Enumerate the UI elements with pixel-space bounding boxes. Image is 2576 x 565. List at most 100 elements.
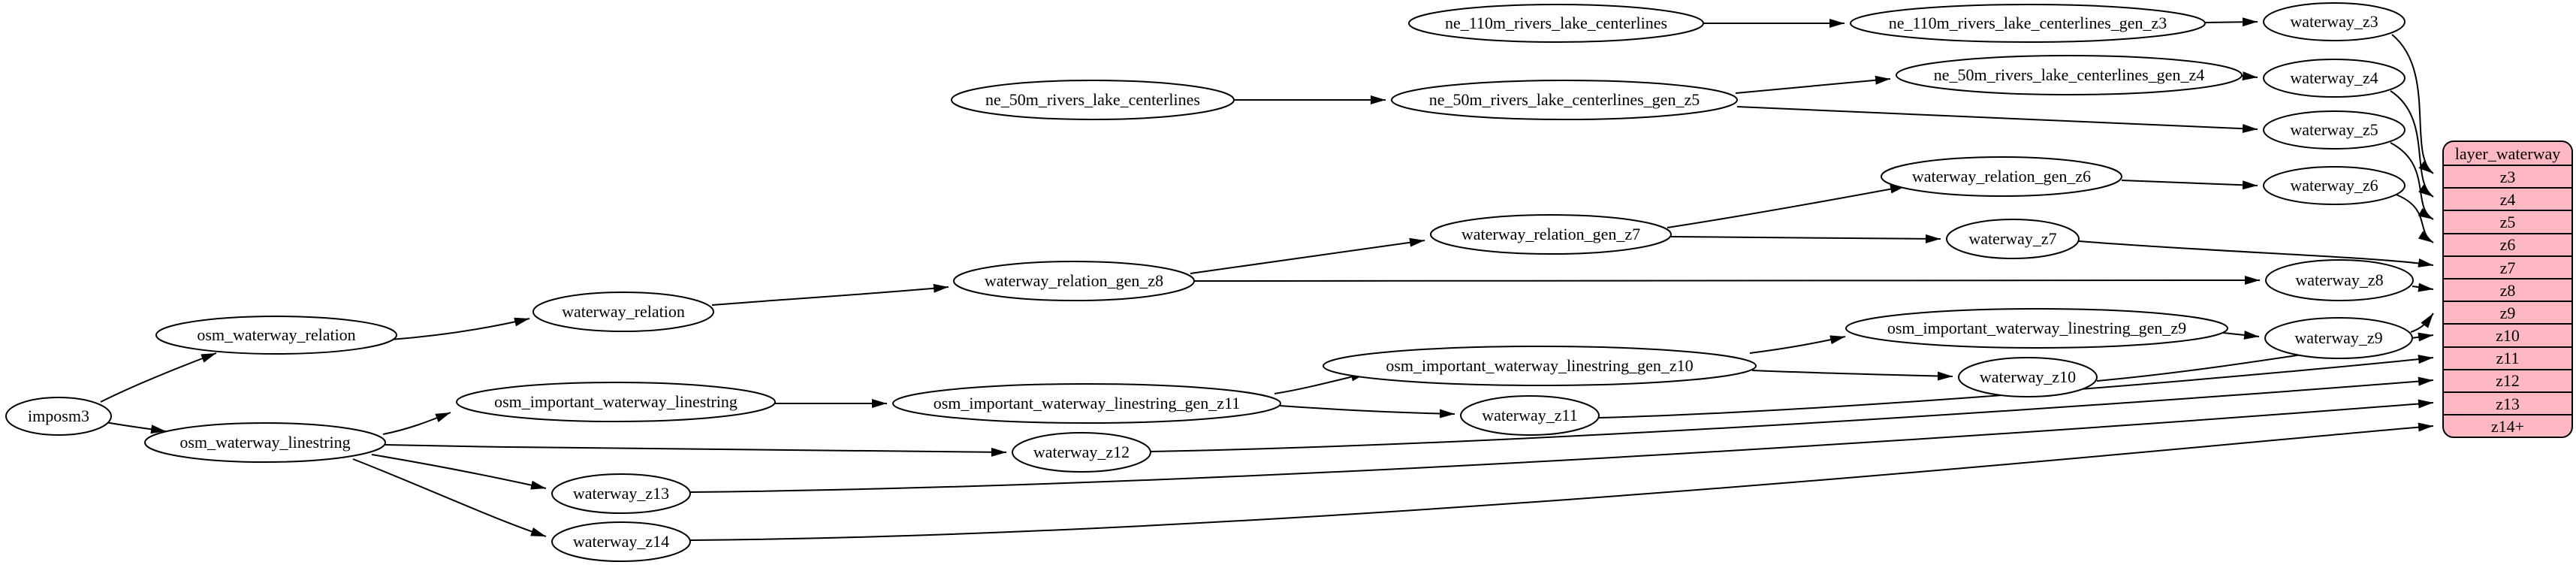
node-osm_important_waterway_linestring: osm_important_waterway_linestring: [456, 382, 776, 422]
node-waterway_z4-label: waterway_z4: [2290, 68, 2378, 87]
edge-waterway_z12-row_z12: [1150, 376, 2434, 452]
node-waterway_z7: waterway_z7: [1946, 219, 2080, 259]
node-waterway_relation_gen_z7: waterway_relation_gen_z7: [1430, 214, 1672, 255]
node-waterway_relation_gen_z6: waterway_relation_gen_z6: [1881, 156, 2122, 197]
node-waterway_z7-shape: [1946, 219, 2080, 259]
node-waterway_z14-shape: [551, 521, 691, 562]
edge-osm_waterway_linestring-osm_important: [382, 412, 451, 435]
table-row-z12: z12: [2496, 371, 2520, 390]
node-ne_110m_rivers_lake_centerlines-label: ne_110m_rivers_lake_centerlines: [1445, 14, 1667, 32]
edge-gen_z3-waterway_z3: [2204, 17, 2258, 27]
node-waterway_z3: waterway_z3: [2263, 2, 2406, 41]
node-waterway_z13: waterway_z13: [551, 473, 691, 514]
node-waterway_z6-label: waterway_z6: [2290, 176, 2378, 195]
edge-gen_z6-waterway_z6: [2121, 180, 2258, 190]
node-waterway_z9-label: waterway_z9: [2294, 328, 2382, 347]
table-title: layer_waterway: [2455, 144, 2560, 163]
node-waterway_z10-shape: [1958, 357, 2098, 397]
edge-waterway_z9-row_z9: [2410, 313, 2434, 333]
table-row-z10: z10: [2496, 326, 2520, 345]
node-osm_waterway_relation-shape: [155, 316, 397, 355]
node-osm_important_waterway_linestring-shape: [456, 382, 776, 422]
node-waterway_z10-label: waterway_z10: [1980, 367, 2076, 386]
node-osm_important_waterway_linestring_gen_z10-label: osm_important_waterway_linestring_gen_z1…: [1386, 356, 1693, 375]
table-row-z8: z8: [2500, 281, 2516, 300]
node-waterway_relation_gen_z8-shape: [953, 261, 1195, 301]
node-waterway_z8-shape: [2265, 259, 2414, 301]
table-row-z4: z4: [2500, 190, 2516, 209]
table-row-z3: z3: [2500, 168, 2516, 186]
node-ne_50m_rivers_lake_centerlines_gen_z5-label: ne_50m_rivers_lake_centerlines_gen_z5: [1429, 90, 1700, 109]
node-waterway_z4-shape: [2263, 59, 2406, 98]
node-waterway_z10: waterway_z10: [1958, 357, 2098, 397]
node-waterway_z5-shape: [2263, 110, 2406, 150]
node-waterway_z12: waterway_z12: [1012, 432, 1151, 473]
node-waterway_z3-shape: [2263, 2, 2406, 41]
node-waterway_z13-shape: [551, 473, 691, 514]
node-ne_110m_rivers_lake_centerlines: ne_110m_rivers_lake_centerlines: [1408, 4, 1704, 43]
node-osm_waterway_relation-label: osm_waterway_relation: [197, 325, 355, 344]
node-osm_important_waterway_linestring_gen_z11-label: osm_important_waterway_linestring_gen_z1…: [934, 394, 1241, 412]
edge-gen_z8-gen_z7: [1190, 237, 1425, 274]
edge-gen_z8-waterway_z8: [1193, 276, 2261, 286]
edge-imposm3-osm_waterway_relation: [100, 352, 217, 403]
edge-gen_z10-waterway_z10: [1751, 370, 1953, 381]
node-ne_50m_rivers_lake_centerlines: ne_50m_rivers_lake_centerlines: [951, 80, 1235, 120]
node-ne_50m_rivers_lake_centerlines-label: ne_50m_rivers_lake_centerlines: [985, 90, 1200, 109]
edge-gen_z10-gen_z9: [1749, 335, 1846, 354]
node-waterway_relation_gen_z8-label: waterway_relation_gen_z8: [985, 271, 1163, 290]
node-waterway_z8: waterway_z8: [2265, 259, 2414, 301]
edge-gen_z4-waterway_z4: [2241, 71, 2258, 81]
edge-gen_z11-waterway_z11: [1268, 404, 1455, 418]
node-waterway_relation_gen_z7-label: waterway_relation_gen_z7: [1461, 225, 1640, 243]
table-row-z9: z9: [2500, 304, 2516, 322]
node-waterway_z13-label: waterway_z13: [573, 484, 669, 503]
node-osm_waterway_linestring: osm_waterway_linestring: [144, 422, 386, 463]
node-waterway_z11-label: waterway_z11: [1482, 406, 1577, 425]
node-waterway_z11-shape: [1460, 395, 1600, 436]
node-waterway_z12-shape: [1012, 432, 1151, 473]
node-imposm3-shape: [5, 397, 112, 436]
node-waterway_z5-label: waterway_z5: [2290, 120, 2378, 139]
node-imposm3: imposm3: [5, 397, 112, 436]
node-waterway_z11: waterway_z11: [1460, 395, 1600, 436]
edge-osm_waterway_linestring-waterway_z13: [371, 454, 547, 490]
node-ne_110m_rivers_lake_centerlines-shape: [1408, 4, 1704, 43]
node-waterway_relation_gen_z6-label: waterway_relation_gen_z6: [1912, 167, 2091, 186]
node-osm_important_waterway_linestring_gen_z11: osm_important_waterway_linestring_gen_z1…: [892, 383, 1281, 424]
node-osm_waterway_linestring-shape: [144, 422, 386, 463]
edge-osm_waterway_linestring-waterway_z14: [352, 458, 547, 537]
edge-waterway_z5-row_z5: [2390, 142, 2434, 220]
node-osm_waterway_linestring-label: osm_waterway_linestring: [179, 433, 350, 452]
node-imposm3-label: imposm3: [28, 406, 89, 425]
edge-gen_z7-waterway_z7: [1670, 234, 1941, 243]
node-ne_50m_rivers_lake_centerlines_gen_z5: ne_50m_rivers_lake_centerlines_gen_z5: [1391, 80, 1738, 120]
node-waterway_relation_gen_z8: waterway_relation_gen_z8: [953, 261, 1195, 301]
edge-gen_z7-gen_z6: [1667, 184, 1906, 228]
node-waterway_z7-label: waterway_z7: [1968, 229, 2056, 248]
node-ne_50m_rivers_lake_centerlines_gen_z4-shape: [1896, 55, 2243, 95]
node-waterway_z14: waterway_z14: [551, 521, 691, 562]
node-waterway_z12-label: waterway_z12: [1033, 443, 1130, 461]
table-outline: [2442, 140, 2573, 438]
edge-waterway_z14-row_z14: [689, 422, 2434, 541]
node-waterway_z5: waterway_z5: [2263, 110, 2406, 150]
node-waterway_z14-label: waterway_z14: [573, 532, 669, 551]
node-osm_important_waterway_linestring_gen_z9-label: osm_important_waterway_linestring_gen_z9: [1887, 319, 2186, 337]
node-osm_important_waterway_linestring_gen_z10-shape: [1323, 346, 1757, 386]
edge-gen_z5-waterway_z5: [1736, 106, 2258, 134]
edge-imposm3-osm_waterway_linestring: [105, 421, 167, 434]
node-osm_important_waterway_linestring_gen_z10: osm_important_waterway_linestring_gen_z1…: [1323, 346, 1757, 386]
node-ne_110m_rivers_lake_centerlines_gen_z3-label: ne_110m_rivers_lake_centerlines_gen_z3: [1889, 14, 2167, 32]
node-ne_50m_rivers_lake_centerlines_gen_z5-shape: [1391, 80, 1738, 120]
node-waterway_z9: waterway_z9: [2264, 317, 2413, 359]
node-waterway_z6-shape: [2263, 166, 2406, 205]
node-waterway_relation-shape: [532, 292, 714, 332]
node-osm_important_waterway_linestring-label: osm_important_waterway_linestring: [494, 392, 738, 411]
table-row-z14plus: z14+: [2491, 417, 2524, 436]
table-row-z11: z11: [2496, 349, 2520, 367]
edge-waterway_relation-gen_z8: [711, 283, 949, 306]
edge-waterway_z6-row_z6: [2394, 193, 2434, 243]
node-osm_important_waterway_linestring_gen_z9: osm_important_waterway_linestring_gen_z9: [1845, 308, 2228, 349]
